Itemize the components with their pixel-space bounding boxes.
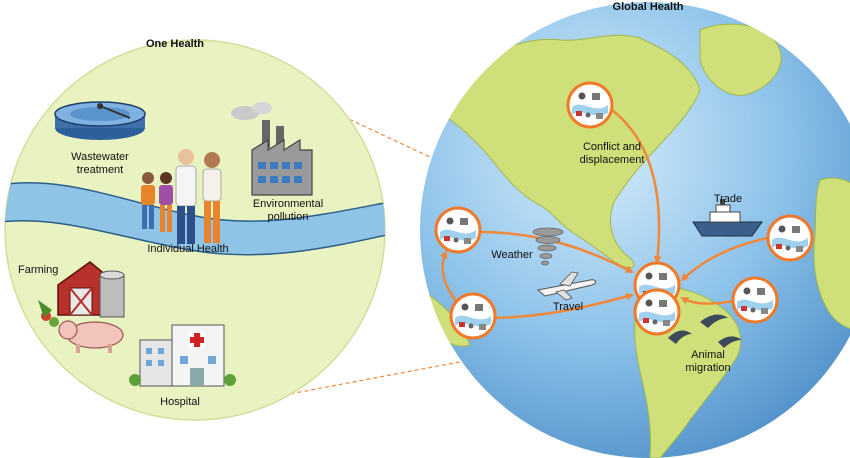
conflict-label-line2: displacement	[580, 154, 645, 166]
trade-label: Trade	[714, 193, 742, 205]
barn-icon	[38, 261, 125, 327]
globe	[420, 2, 850, 458]
africa-edge-land	[813, 177, 850, 331]
ship-icon	[692, 199, 763, 237]
wastewater-label-line1: Wastewater	[71, 151, 129, 163]
one-health-title: One Health	[146, 38, 204, 50]
wastewater-tank-icon	[54, 101, 146, 140]
node-animal-origin	[731, 276, 779, 324]
arrow-conflict	[611, 109, 662, 264]
animal-label-line2: migration	[685, 362, 730, 374]
animal-label-line1: Animal	[691, 349, 725, 361]
arrow-weather	[479, 230, 634, 274]
hospital-icon	[129, 324, 236, 387]
global-health-title: Global Health	[613, 1, 684, 13]
farming-label: Farming	[18, 264, 58, 276]
pig-icon	[58, 320, 124, 353]
arrow-trade	[680, 236, 769, 282]
wastewater-label-line2: treatment	[77, 164, 123, 176]
node-center-bottom	[633, 288, 681, 336]
node-travel-origin	[449, 292, 497, 340]
airplane-icon	[536, 271, 597, 301]
birds-icon	[668, 314, 742, 348]
tornado-icon	[532, 227, 564, 266]
river-shape	[5, 182, 385, 256]
conflict-label-line1: Conflict and	[583, 141, 641, 153]
weather-label: Weather	[491, 249, 533, 261]
environmental-label-line2: pollution	[268, 211, 309, 223]
arrow-travel	[487, 292, 634, 320]
hospital-label: Hospital	[160, 396, 200, 408]
individual-health-label: Individual Health	[147, 243, 228, 255]
node-trade-origin	[766, 214, 814, 262]
travel-label: Travel	[553, 301, 583, 313]
greenland-land	[699, 23, 782, 96]
node-conflict	[566, 81, 614, 129]
factory-icon	[231, 102, 313, 196]
family-icon	[141, 149, 222, 244]
environmental-label-line1: Environmental	[253, 198, 323, 210]
node-weather-origin	[434, 206, 482, 254]
north-america-land	[439, 34, 701, 269]
